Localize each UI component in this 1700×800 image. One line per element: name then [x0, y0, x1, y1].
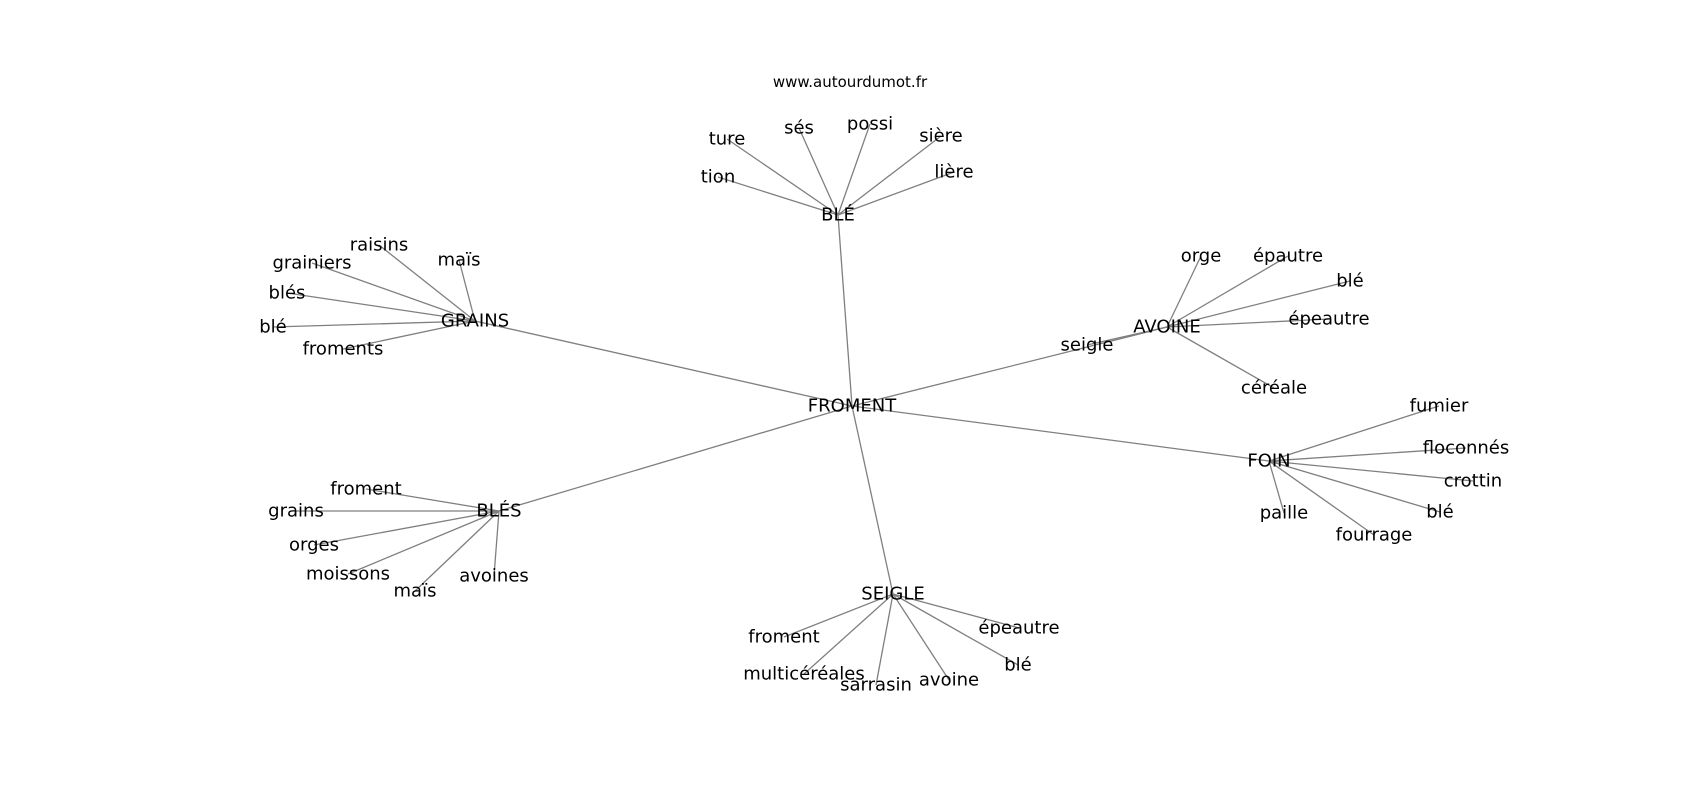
edge-center-seigle: [851, 405, 894, 595]
edge-ble-leaf: [717, 176, 839, 216]
edge-center-ble: [837, 214, 853, 407]
hub-node-avoine: AVOINE: [1133, 317, 1200, 338]
edge-foin-leaf: [1268, 447, 1467, 462]
leaf-node: céréale: [1241, 378, 1307, 399]
leaf-node: épautre: [1253, 246, 1323, 267]
edge-grains-leaf: [311, 262, 476, 322]
edge-ble-leaf: [837, 123, 871, 216]
leaf-node: sarrasin: [840, 675, 912, 696]
edge-seigle-leaf: [892, 593, 1020, 629]
hub-node-ble: BLÉ: [821, 204, 855, 226]
leaf-node: lière: [934, 162, 973, 183]
leaf-node: sés: [784, 118, 814, 139]
edge-avoine-leaf: [1166, 318, 1330, 328]
edge-ble-leaf: [726, 138, 839, 216]
edge-avoine-leaf: [1086, 326, 1168, 346]
edge-ble-leaf: [837, 171, 955, 216]
leaf-node: grainiers: [272, 253, 351, 274]
edge-grains-leaf: [342, 320, 476, 350]
leaf-node: froment: [748, 627, 819, 648]
edge-seigle-leaf: [803, 593, 894, 675]
leaf-node: blé: [1004, 655, 1032, 676]
edge-ble-leaf: [798, 127, 839, 216]
edge-bles-leaf: [414, 510, 500, 592]
leaf-node: crottin: [1444, 471, 1502, 492]
leaf-node: grains: [268, 501, 324, 522]
edges: [272, 123, 1474, 686]
edge-seigle-leaf: [783, 593, 894, 638]
leaf-node: blé: [259, 317, 287, 338]
leaf-node: avoines: [459, 566, 529, 587]
leaf-node: épeautre: [1288, 309, 1369, 330]
edge-grains-leaf: [378, 244, 476, 322]
leaf-node: blés: [269, 283, 306, 304]
leaf-node: froments: [303, 339, 384, 360]
edge-ble-leaf: [837, 135, 942, 216]
source-label: www.autourdumot.fr: [773, 73, 928, 91]
edge-foin-leaf: [1268, 460, 1474, 482]
edge-foin-leaf: [1268, 460, 1375, 536]
edge-foin-leaf: [1268, 460, 1441, 513]
edge-grains-leaf: [458, 259, 476, 322]
leaf-node: épeautre: [978, 618, 1059, 639]
leaf-node: raisins: [350, 235, 409, 256]
leaf-node: orge: [1181, 246, 1222, 267]
edge-bles-leaf: [313, 510, 500, 546]
hub-node-seigle: SEIGLE: [861, 584, 924, 605]
hub-node-grains: GRAINS: [441, 311, 509, 332]
edge-center-avoine: [851, 326, 1168, 407]
leaf-node: paille: [1260, 503, 1309, 524]
leaf-node: fumier: [1410, 396, 1469, 417]
edge-grains-leaf: [286, 292, 476, 322]
edge-center-grains: [474, 320, 853, 407]
labels: www.autourdumot.fr FROMENT BLÉ ture sés poss…: [259, 73, 1509, 696]
leaf-node: tion: [701, 167, 735, 188]
leaf-node: blé: [1336, 271, 1364, 292]
leaf-node: froment: [330, 479, 401, 500]
edge-center-bles: [498, 405, 853, 512]
leaf-node: ture: [709, 129, 746, 150]
edge-bles-leaf: [493, 510, 500, 577]
edge-bles-leaf: [347, 510, 500, 575]
leaf-node: maïs: [394, 581, 437, 602]
center-node: FROMENT: [808, 396, 897, 417]
edge-avoine-leaf: [1166, 280, 1351, 328]
leaf-node: multicéréales: [743, 664, 865, 685]
leaf-node: maïs: [438, 250, 481, 271]
leaf-node: moissons: [306, 564, 390, 585]
edge-seigle-leaf: [892, 593, 950, 681]
leaf-node: fourrage: [1336, 525, 1413, 546]
edge-center-foin: [851, 405, 1270, 462]
edge-seigle-leaf: [875, 593, 894, 686]
hub-node-foin: FOIN: [1247, 451, 1290, 472]
leaf-node: blé: [1426, 502, 1454, 523]
edge-foin-leaf: [1268, 460, 1285, 514]
edge-avoine-leaf: [1166, 255, 1202, 328]
edge-bles-leaf: [365, 488, 500, 512]
edge-seigle-leaf: [892, 593, 1019, 666]
leaf-node: possi: [847, 114, 893, 135]
edge-grains-leaf: [272, 320, 476, 328]
leaf-node: avoine: [919, 670, 979, 691]
edge-avoine-leaf: [1166, 326, 1275, 389]
leaf-node: floconnés: [1423, 438, 1510, 459]
hub-node-bles: BLÉS: [476, 500, 521, 522]
edge-foin-leaf: [1268, 405, 1440, 462]
leaf-node: sière: [919, 126, 963, 147]
leaf-node: orges: [289, 535, 339, 556]
edge-avoine-leaf: [1166, 255, 1289, 328]
leaf-node: seigle: [1061, 335, 1114, 356]
